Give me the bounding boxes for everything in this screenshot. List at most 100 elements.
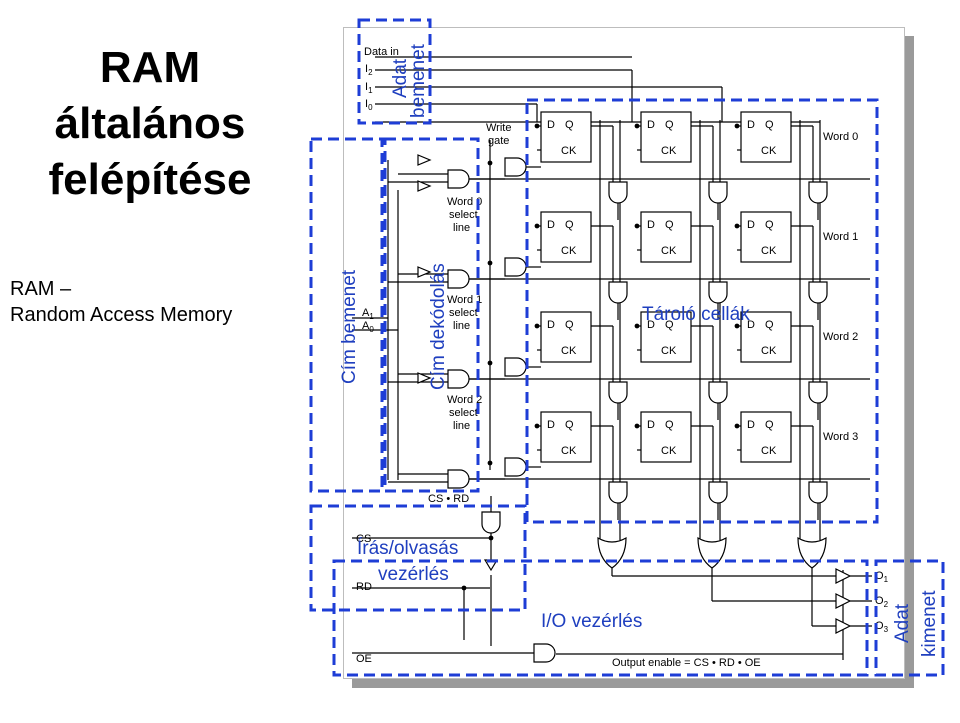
- output-buffer: [835, 593, 852, 609]
- word0-select-2: select: [449, 209, 478, 221]
- wires: [352, 56, 872, 660]
- cell-ck-label: CK: [761, 245, 777, 257]
- read-and-gate: [808, 481, 828, 504]
- cell-q-label: Q: [765, 219, 774, 231]
- cell-d-label: D: [747, 219, 755, 231]
- output-enable-and-gate: [533, 643, 556, 663]
- cell-ck-label: CK: [761, 345, 777, 357]
- output-or-gate: [797, 536, 827, 569]
- junction-dot: [487, 360, 493, 366]
- word0-select-3: line: [453, 222, 470, 234]
- junction-dot: [634, 223, 640, 229]
- cim-dekodolas-label: Cím dekódolás: [428, 263, 449, 390]
- word-0-label: Word 0: [823, 131, 858, 143]
- address-a0-label: A0: [362, 320, 374, 334]
- junction-dot: [534, 423, 540, 429]
- cell-d-label: D: [547, 319, 555, 331]
- slide-title: RAM általános felépítése: [0, 40, 300, 208]
- subtitle-line-1: RAM –: [10, 278, 72, 300]
- adat-bemenet-box: [357, 18, 432, 125]
- read-and-gate: [708, 281, 728, 304]
- storage-cell: [640, 411, 692, 463]
- junction-dot: [487, 160, 493, 166]
- figure-panel: [343, 27, 905, 679]
- cell-d-label: D: [647, 319, 655, 331]
- cell-d-label: D: [547, 119, 555, 131]
- storage-cell: [540, 211, 592, 263]
- storage-cell: [540, 411, 592, 463]
- address-a1-label: A1: [362, 307, 374, 321]
- word0-select-1: Word 0: [447, 196, 482, 208]
- cell-q-label: Q: [765, 319, 774, 331]
- cell-q-label: Q: [665, 219, 674, 231]
- output-or-gate: [697, 536, 727, 569]
- cell-d-label: D: [747, 319, 755, 331]
- junction-dot: [634, 323, 640, 329]
- word-2-label: Word 2: [823, 331, 858, 343]
- write-gate-label-2: gate: [488, 135, 509, 147]
- junction-dot: [534, 323, 540, 329]
- vezerles-label: vezérlés: [378, 564, 449, 585]
- subtitle-line-2: Random Access Memory: [10, 304, 233, 326]
- storage-cell: [540, 311, 592, 363]
- write-and-gate: [504, 157, 527, 177]
- word2-select-1: Word 2: [447, 394, 482, 406]
- storage-cell: [540, 111, 592, 163]
- junction-dot: [734, 323, 740, 329]
- cell-d-label: D: [547, 219, 555, 231]
- cs-rd-and-gate: [481, 511, 501, 534]
- cell-q-label: Q: [665, 319, 674, 331]
- adat-label: Adat: [390, 58, 411, 98]
- storage-cell: [640, 211, 692, 263]
- decoder-inverter: [417, 266, 432, 278]
- cell-ck-label: CK: [661, 245, 677, 257]
- cim-dekodolas-box: [383, 137, 480, 493]
- decoder-and-gate: [447, 469, 470, 489]
- slide-subtitle: RAM – Random Access Memory: [10, 276, 232, 328]
- junction-dot: [488, 535, 494, 541]
- output-o3-label: O3: [875, 620, 889, 634]
- output-or-gate: [597, 536, 627, 569]
- junction-dot: [634, 423, 640, 429]
- cim-bemenet-box: [309, 137, 384, 493]
- read-and-gate: [608, 381, 628, 404]
- storage-cell: [740, 311, 792, 363]
- adat-kimenet-kimenet-label: kimenet: [919, 590, 940, 657]
- write-and-gate: [504, 457, 527, 477]
- iras-olvasas-box: [309, 504, 527, 612]
- cs-rd-label: CS • RD: [428, 493, 469, 505]
- cell-q-label: Q: [665, 119, 674, 131]
- decoder-inverter: [417, 154, 432, 166]
- junction-dot: [487, 460, 493, 466]
- storage-cell: [740, 411, 792, 463]
- adat-kimenet-box: [874, 559, 945, 677]
- cell-ck-label: CK: [561, 445, 577, 457]
- cell-d-label: D: [547, 419, 555, 431]
- cell-q-label: Q: [765, 419, 774, 431]
- storage-cell: [740, 211, 792, 263]
- cell-q-label: Q: [565, 319, 574, 331]
- read-and-gate: [808, 281, 828, 304]
- cell-d-label: D: [647, 219, 655, 231]
- adat-kimenet-adat-label: Adat: [892, 603, 913, 643]
- write-gate-label-1: Write: [486, 122, 511, 134]
- read-and-gate: [708, 381, 728, 404]
- storage-cell: [740, 111, 792, 163]
- output-o2-label: O2: [875, 595, 889, 609]
- word2-select-2: select: [449, 407, 478, 419]
- cell-q-label: Q: [565, 419, 574, 431]
- title-line-1: RAM: [99, 43, 201, 92]
- decoder-inverter: [417, 372, 432, 384]
- read-and-gate: [708, 481, 728, 504]
- cell-d-label: D: [747, 419, 755, 431]
- cell-d-label: D: [647, 419, 655, 431]
- cell-q-label: Q: [565, 219, 574, 231]
- junction-dot: [487, 260, 493, 266]
- decoder-and-gate: [447, 269, 470, 289]
- cell-d-label: D: [647, 119, 655, 131]
- storage-cell: [640, 311, 692, 363]
- word-1-label: Word 1: [823, 231, 858, 243]
- write-and-gate: [504, 357, 527, 377]
- cell-d-label: D: [747, 119, 755, 131]
- word-3-label: Word 3: [823, 431, 858, 443]
